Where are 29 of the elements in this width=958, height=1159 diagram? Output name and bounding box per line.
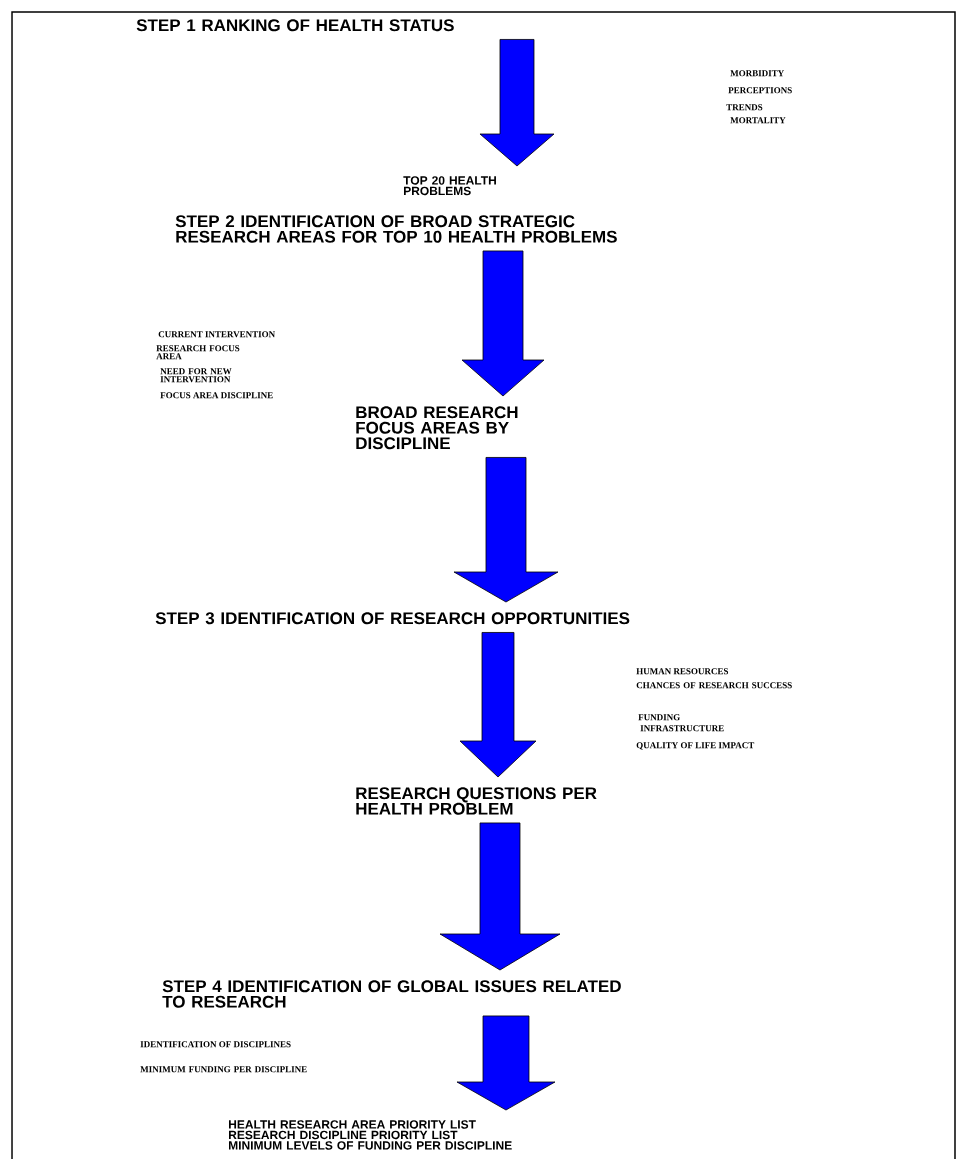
step-text: STEP 2 IDENTIFICATION OF BROAD STRATEGIC RESEARCH AREAS FOR TOP 10 HEALTH PROBLEMS xyxy=(175,215,617,243)
criterion-label: MORBIDITY xyxy=(730,70,785,77)
block-arrow xyxy=(456,1015,556,1111)
criterion-label: TRENDS xyxy=(726,104,763,111)
criterion-label: RESEARCH FOCUS AREA xyxy=(156,345,240,360)
step-text: RESEARCH QUESTIONS PER HEALTH PROBLEM xyxy=(356,787,597,815)
criterion-label: INFRASTRUCTURE xyxy=(640,725,724,732)
criterion-label: QUALITY OF LIFE IMPACT xyxy=(636,742,755,750)
step-text: STEP 4 IDENTIFICATION OF GLOBAL ISSUES RELATED TO RESEARCH xyxy=(162,980,621,1008)
criterion-label: MINIMUM FUNDING PER DISCIPLINE xyxy=(140,1066,307,1073)
criterion-label: MORTALITY xyxy=(730,117,786,124)
criterion-label: IDENTIFICATION OF DISCIPLINES xyxy=(140,1041,291,1048)
criterion-label: CHANCES OF RESEARCH SUCCESS xyxy=(636,682,792,689)
step-text: TOP 20 HEALTH PROBLEMS xyxy=(403,176,496,196)
criterion-label: FUNDING xyxy=(638,714,680,721)
step-text: STEP 1 RANKING OF HEALTH STATUS xyxy=(136,19,454,32)
criterion-label: PERCEPTIONS xyxy=(728,87,792,94)
block-arrow xyxy=(459,632,537,778)
step-text: BROAD RESEARCH FOCUS AREAS BY DISCIPLINE xyxy=(356,406,518,450)
criterion-label: CURRENT INTERVENTION xyxy=(158,331,275,338)
block-arrow xyxy=(453,457,559,603)
criterion-label: NEED FOR NEW INTERVENTION xyxy=(160,368,232,383)
block-arrow xyxy=(461,250,545,397)
block-arrow xyxy=(439,822,561,971)
criterion-label: HUMAN RESOURCES xyxy=(636,668,729,675)
block-arrow xyxy=(479,39,555,167)
step-text: HEALTH RESEARCH AREA PRIORITY LIST RESEARCH DISCIPLINE PRIORITY LIST MINIMUM LEVELS OF FUNDING PER DISCIPLINE xyxy=(229,1120,512,1150)
criterion-label: FOCUS AREA DISCIPLINE xyxy=(160,392,273,399)
step-text: STEP 3 IDENTIFICATION OF RESEARCH OPPORTUNITIES xyxy=(155,612,630,625)
